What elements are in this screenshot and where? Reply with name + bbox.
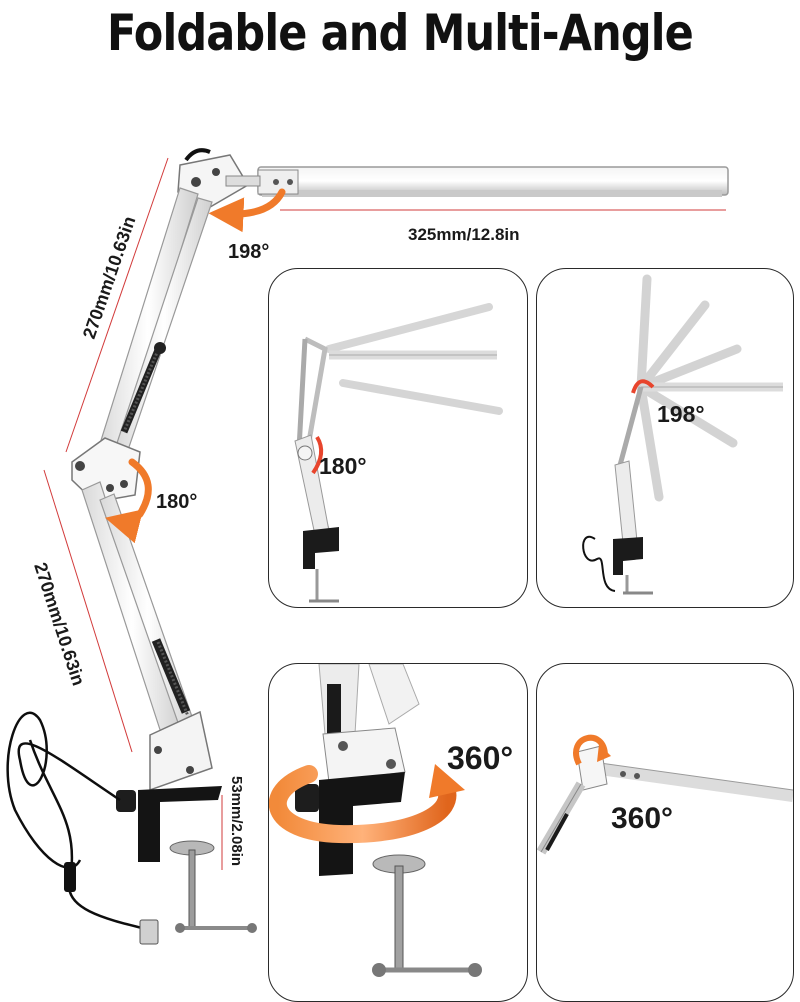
lamp-head: [257, 166, 729, 197]
elbow-joint: [71, 437, 141, 503]
upper-arm-length-label: 270mm/10.63in: [79, 214, 140, 342]
upper-arm: [97, 187, 213, 456]
panel-tl-angle-label: 180°: [319, 453, 367, 479]
page-title: Foldable and Multi-Angle: [107, 4, 694, 62]
panel-head-tilt-198: 198°: [536, 268, 794, 608]
panel-bl-angle-label: 360°: [447, 740, 514, 776]
head-length-label: 325mm/12.8in: [408, 225, 520, 244]
power-cable: [6, 711, 159, 945]
angle-arrows: [105, 188, 286, 544]
panel-tr-angle-label: 198°: [657, 401, 705, 427]
clamp-base: [116, 710, 257, 933]
lower-arm-length-label: 270mm/10.63in: [30, 560, 89, 688]
lower-arm: [81, 481, 197, 743]
head-angle-label: 198°: [228, 241, 269, 263]
panel-br-angle-label: 360°: [611, 802, 674, 835]
dimension-lines: [43, 157, 726, 870]
panel-arm-fold-180: 180°: [268, 268, 528, 608]
panel-clamp-rotate-360: 360°: [268, 663, 528, 1002]
elbow-angle-label: 180°: [156, 491, 197, 513]
clamp-height-label: 53mm/2.08in: [228, 776, 245, 866]
panel-head-rotate-360: 360°: [536, 663, 794, 1002]
